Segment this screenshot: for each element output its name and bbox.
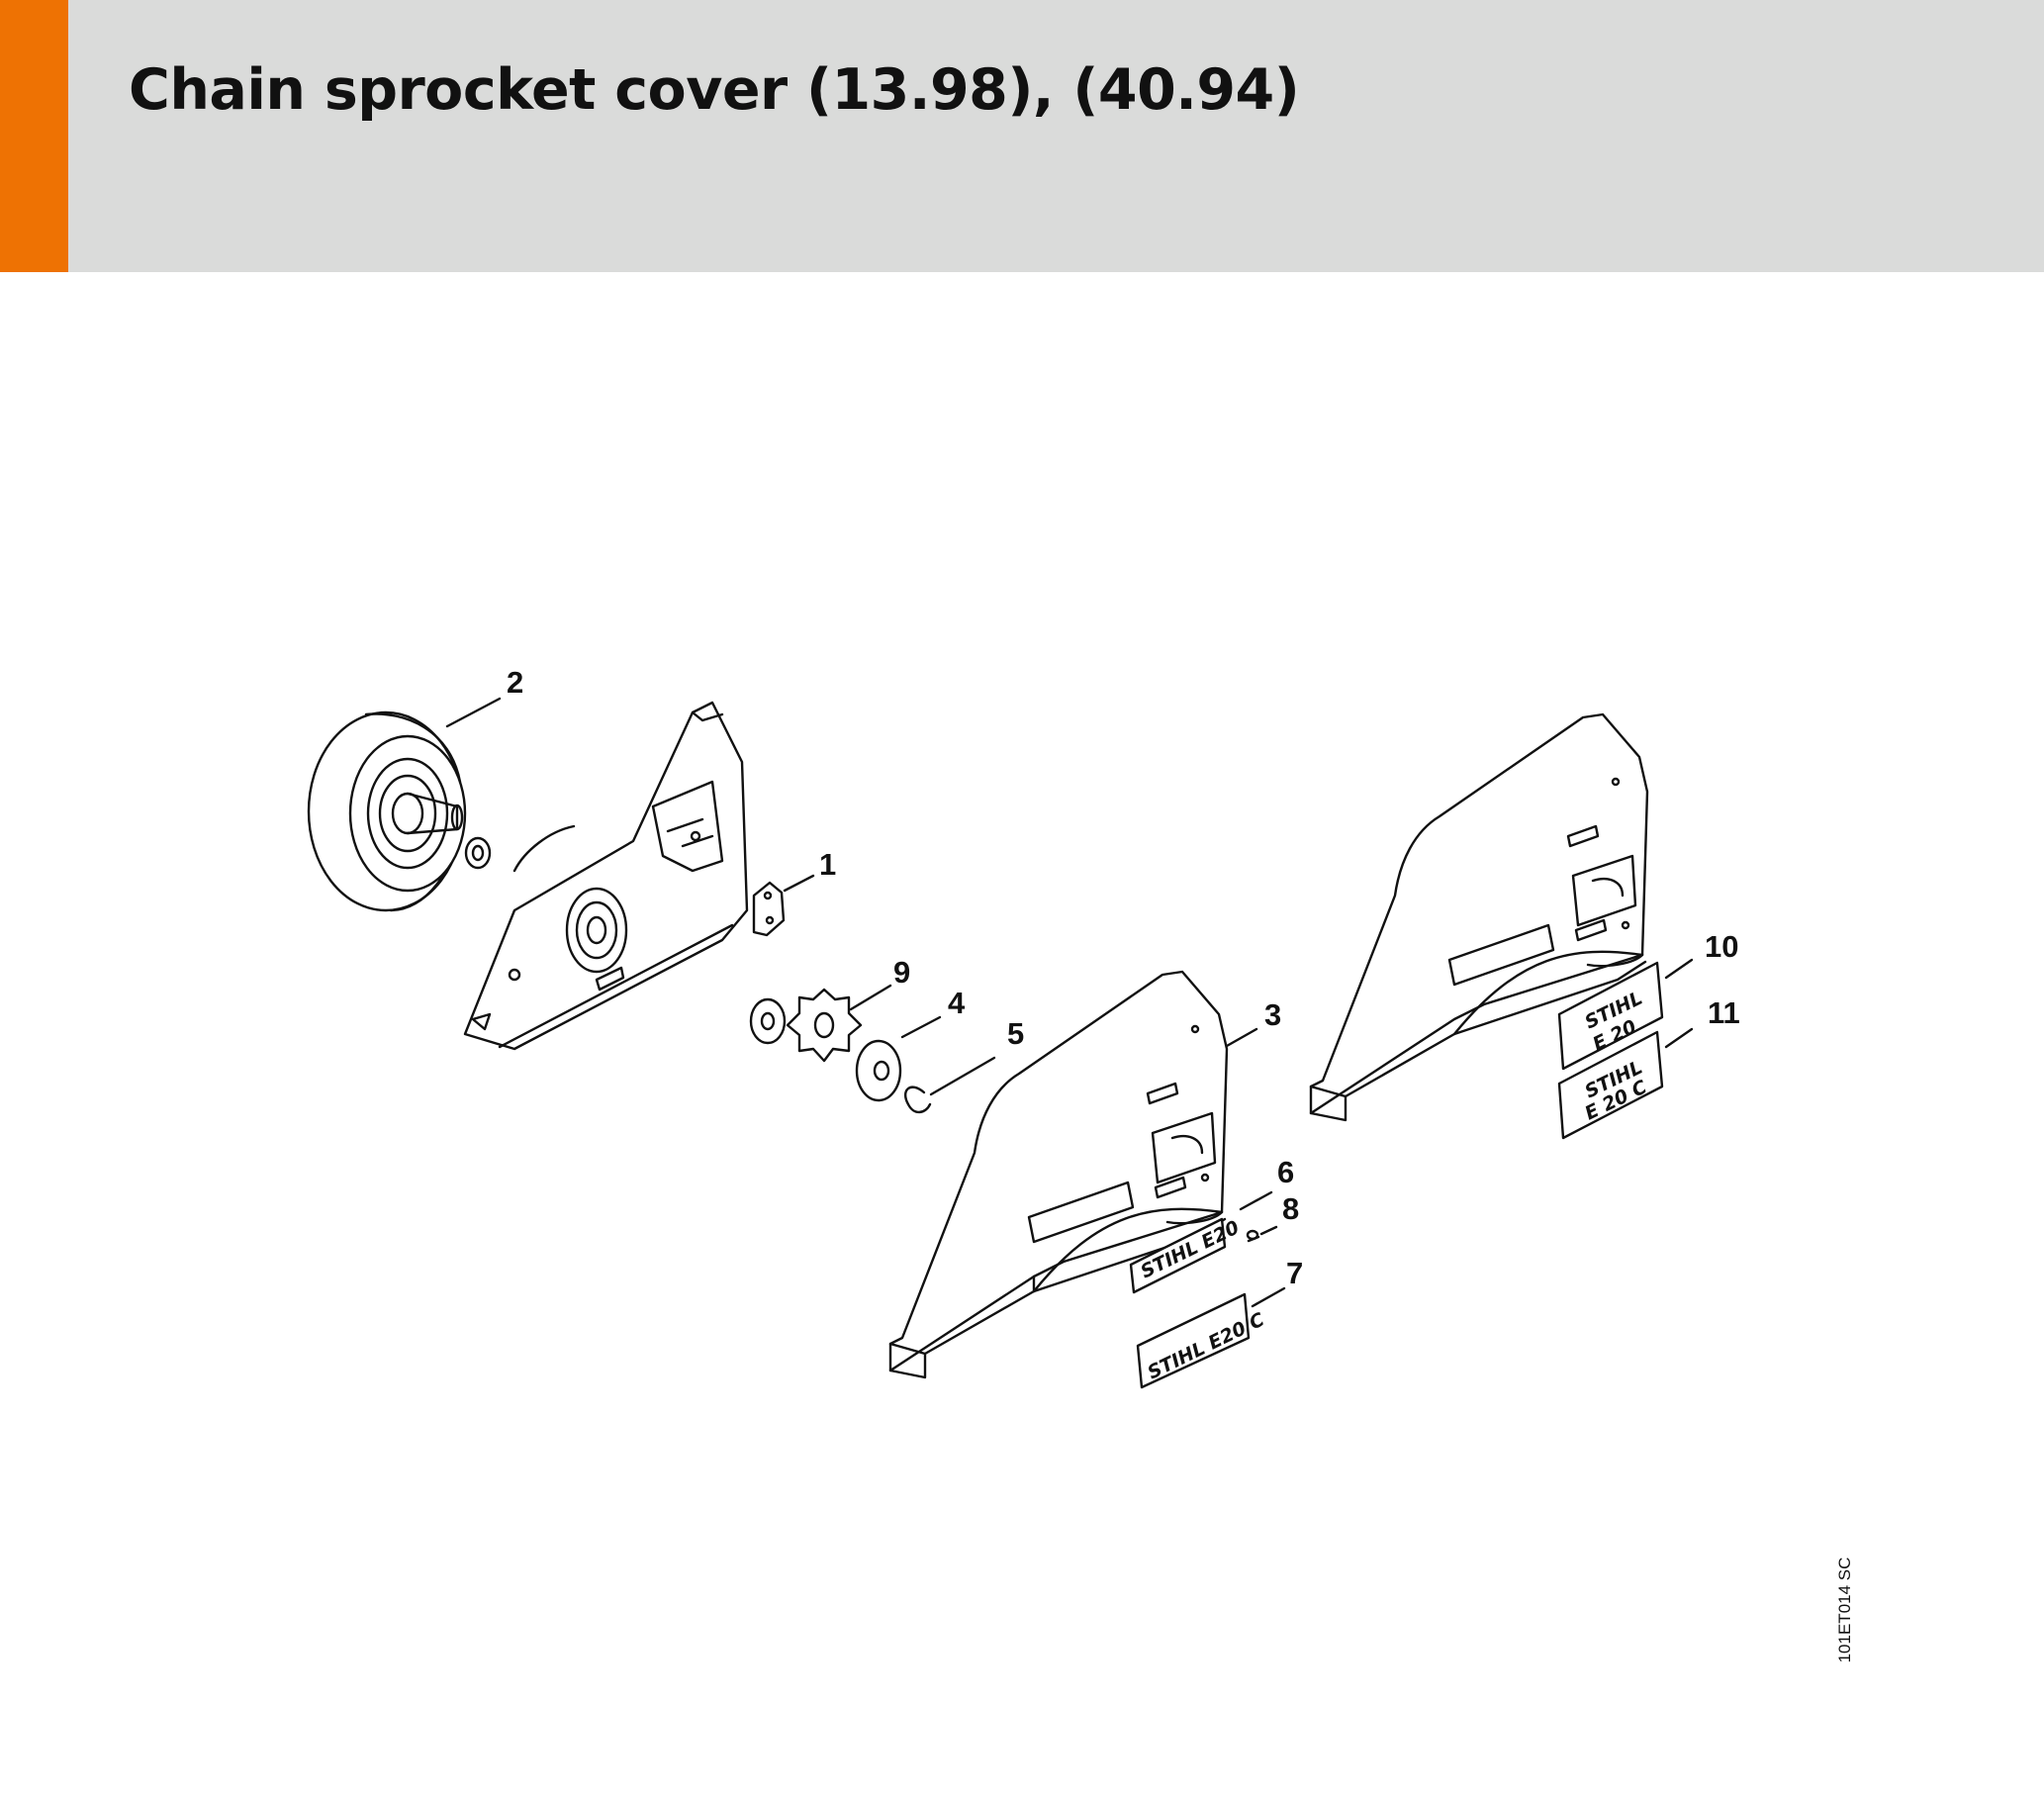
callout-9: 9 bbox=[893, 955, 910, 990]
callout-4: 4 bbox=[948, 986, 966, 1020]
part-4-washer bbox=[855, 1039, 902, 1102]
callout-1: 1 bbox=[819, 847, 836, 882]
part-3-sprocket-cover bbox=[888, 970, 1229, 1379]
part-7-nameplate bbox=[1136, 1292, 1251, 1389]
callout-5: 5 bbox=[1007, 1016, 1024, 1051]
part-8-screw bbox=[1246, 1229, 1260, 1243]
callout-2: 2 bbox=[507, 665, 523, 700]
part-2-clutch-drum bbox=[307, 710, 492, 912]
callout-6: 6 bbox=[1277, 1155, 1294, 1189]
part-5-e-clip bbox=[903, 1086, 932, 1114]
part-9-sprocket bbox=[749, 988, 863, 1063]
part-10-nameplate bbox=[1557, 961, 1664, 1071]
page-header bbox=[0, 0, 2044, 272]
leader-lines bbox=[445, 697, 1694, 1308]
callout-11: 11 bbox=[1708, 995, 1740, 1030]
sprocket-cover-variant bbox=[1309, 712, 1649, 1122]
callout-7: 7 bbox=[1286, 1256, 1303, 1290]
accent-bar bbox=[0, 0, 68, 272]
sprocket-housing bbox=[463, 701, 749, 1051]
page-title: Chain sprocket cover (13.98), (40.94) bbox=[129, 57, 1300, 123]
doc-reference-text: 101ET014 SC bbox=[1835, 1557, 1854, 1663]
doc-reference: 101ET014 SC bbox=[1833, 1546, 1857, 1674]
part-6-nameplate bbox=[1129, 1217, 1227, 1294]
callout-3: 3 bbox=[1264, 997, 1281, 1032]
callout-10: 10 bbox=[1705, 929, 1738, 964]
callout-8: 8 bbox=[1282, 1191, 1299, 1226]
part-1-plate bbox=[752, 881, 786, 937]
part-11-nameplate bbox=[1557, 1030, 1664, 1140]
